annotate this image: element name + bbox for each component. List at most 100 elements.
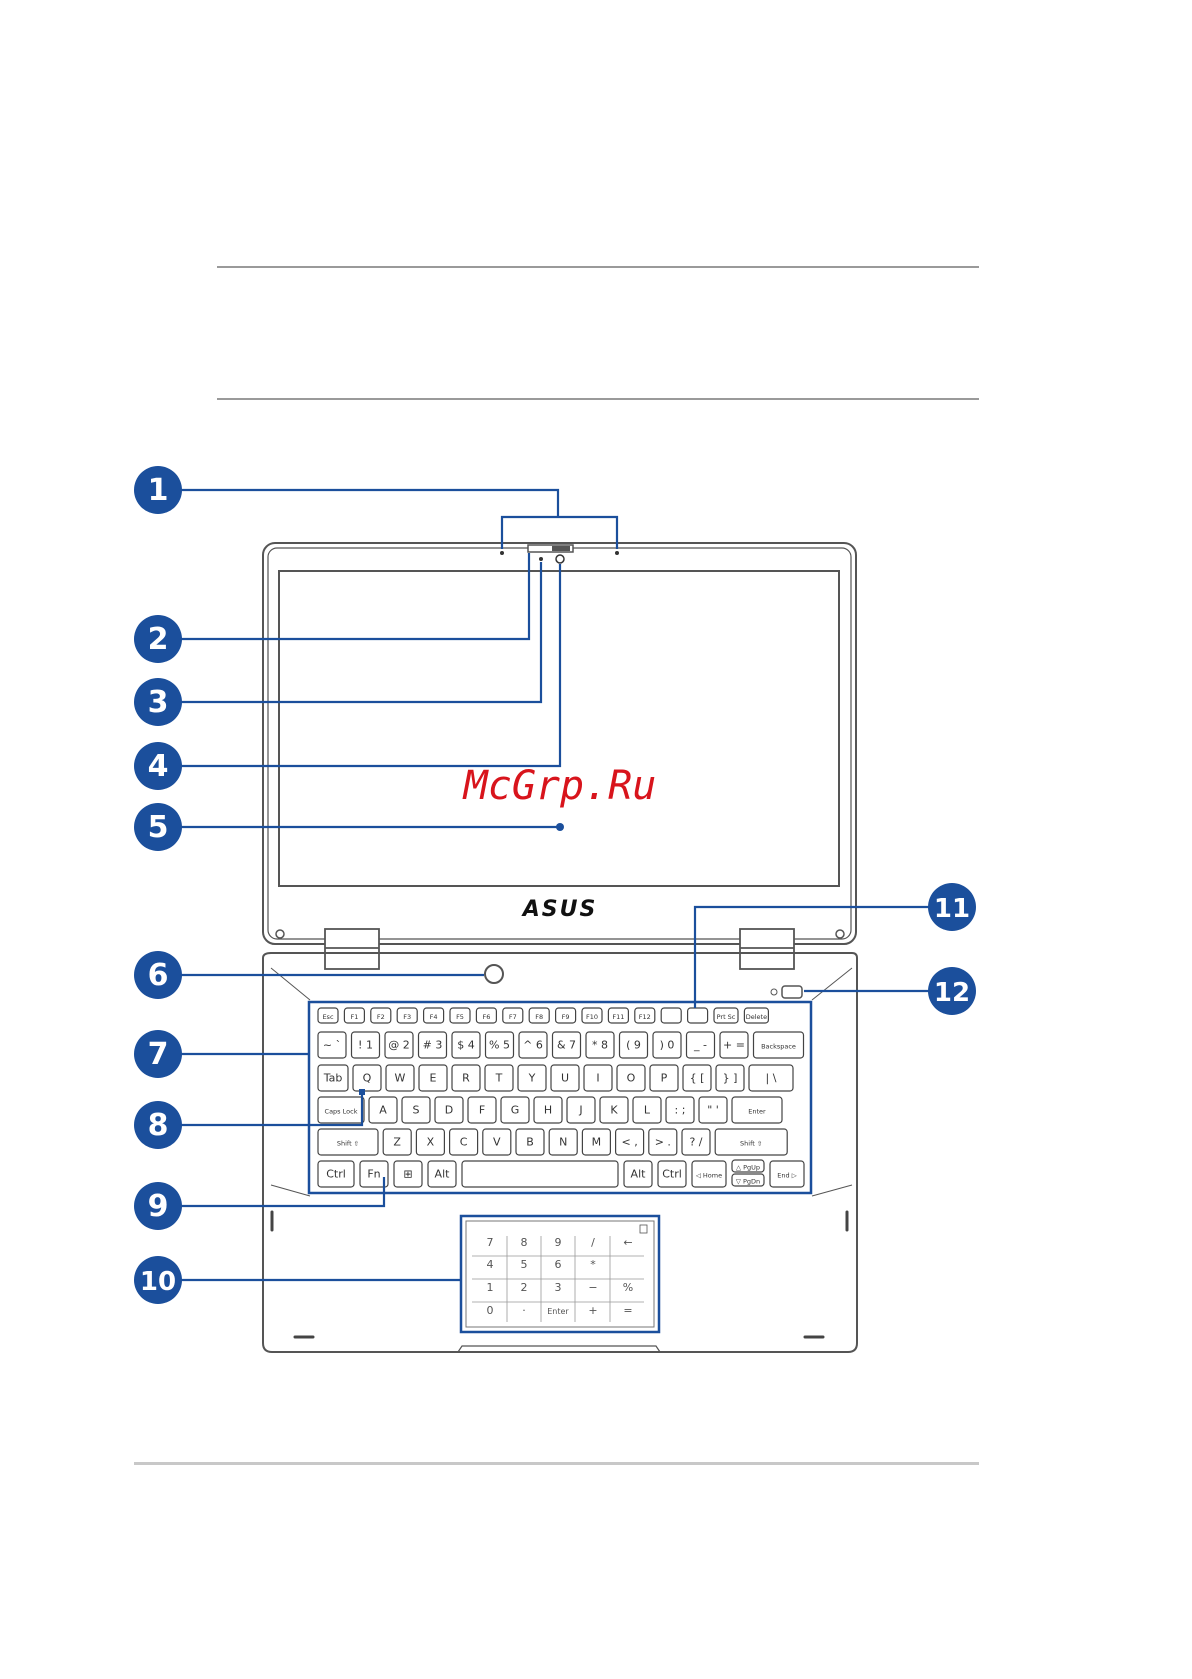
key-row0-9[interactable]: F9: [554, 1007, 577, 1024]
key-row2-10[interactable]: P: [649, 1064, 679, 1092]
key-row0-7[interactable]: F7: [502, 1007, 524, 1024]
key-row0-14[interactable]: [686, 1007, 709, 1024]
numpad-key-1-1[interactable]: 5: [521, 1258, 528, 1271]
key-row2-9[interactable]: O: [616, 1064, 646, 1092]
key-row2-7[interactable]: U: [550, 1064, 580, 1092]
key-row0-13[interactable]: [660, 1007, 682, 1024]
key-row0-11[interactable]: F11: [607, 1007, 630, 1024]
key-row4-3[interactable]: C: [449, 1128, 479, 1156]
key-row5-1[interactable]: Fn: [359, 1160, 389, 1188]
key-row2-2[interactable]: W: [385, 1064, 415, 1092]
numpad-key-1-0[interactable]: 4: [487, 1258, 494, 1271]
key-row2-8[interactable]: I: [583, 1064, 613, 1092]
key-row4-7[interactable]: M: [581, 1128, 612, 1156]
key-row4-9[interactable]: > .: [648, 1128, 678, 1156]
key-row3-10[interactable]: : ;: [665, 1096, 695, 1124]
numpad-key-2-1[interactable]: 2: [521, 1281, 528, 1294]
key-row3-5[interactable]: G: [500, 1096, 530, 1124]
key-row5-10[interactable]: End ▷: [769, 1160, 805, 1188]
key-row1-5[interactable]: % 5: [484, 1031, 515, 1059]
numpad-key-2-0[interactable]: 1: [487, 1281, 494, 1294]
key-row2-6[interactable]: Y: [517, 1064, 547, 1092]
numpad-key-0-4[interactable]: ←: [623, 1236, 632, 1249]
numpad-key-0-0[interactable]: 7: [487, 1236, 494, 1249]
key-row5-2[interactable]: ⊞: [393, 1160, 423, 1188]
key-row2-1[interactable]: Q: [352, 1064, 382, 1092]
numpad-key-3-4[interactable]: =: [623, 1304, 632, 1317]
numpad-key-3-3[interactable]: +: [588, 1304, 597, 1317]
key-row5-3[interactable]: Alt: [427, 1160, 457, 1188]
key-row0-4[interactable]: F4: [423, 1007, 445, 1024]
key-row4-4[interactable]: V: [482, 1128, 512, 1156]
numpad-key-0-1[interactable]: 8: [521, 1236, 528, 1249]
key-row4-1[interactable]: Z: [382, 1128, 412, 1156]
numpad-key-1-3[interactable]: *: [590, 1258, 596, 1271]
key-row3-2[interactable]: S: [401, 1096, 431, 1124]
key-row1-4[interactable]: $ 4: [451, 1031, 481, 1059]
key-row4-11[interactable]: Shift ⇧: [714, 1128, 788, 1156]
key-row3-0[interactable]: Caps Lock: [317, 1096, 365, 1124]
key-row5-0[interactable]: Ctrl: [317, 1160, 355, 1188]
key-row1-8[interactable]: * 8: [585, 1031, 615, 1059]
key-row4-5[interactable]: B: [515, 1128, 545, 1156]
key-row4-0[interactable]: Shift ⇧: [317, 1128, 379, 1156]
numpad-key-1-2[interactable]: 6: [555, 1258, 562, 1271]
key-row1-0[interactable]: ~ `: [317, 1031, 347, 1059]
key-row2-13[interactable]: | \: [748, 1064, 794, 1092]
key-row0-15[interactable]: Prt Sc: [713, 1007, 739, 1024]
key-row2-3[interactable]: E: [418, 1064, 448, 1092]
key-row3-9[interactable]: L: [632, 1096, 662, 1124]
key-row1-2[interactable]: @ 2: [384, 1031, 414, 1059]
key-row2-0[interactable]: Tab: [317, 1064, 349, 1092]
key-row1-10[interactable]: ) 0: [652, 1031, 682, 1059]
key-row5-7[interactable]: ◁ Home: [691, 1160, 727, 1188]
numpad-key-3-0[interactable]: 0: [487, 1304, 494, 1317]
key-row4-2[interactable]: X: [415, 1128, 445, 1156]
key-row5-5[interactable]: Alt: [623, 1160, 653, 1188]
numpad-key-2-4[interactable]: %: [623, 1281, 633, 1294]
key-row0-5[interactable]: F5: [449, 1007, 471, 1024]
key-row2-11[interactable]: { [: [682, 1064, 712, 1092]
key-row0-3[interactable]: F3: [396, 1007, 418, 1024]
key-row3-7[interactable]: J: [566, 1096, 596, 1124]
key-row4-10[interactable]: ? /: [681, 1128, 711, 1156]
numberpad-touchpad[interactable]: 7 8 9 / ← 4 5 6 * 1 2 3 −% 0 · Enter + =: [465, 1220, 655, 1328]
numpad-key-0-3[interactable]: /: [591, 1236, 595, 1249]
key-row1-3[interactable]: # 3: [417, 1031, 448, 1059]
key-row3-1[interactable]: A: [368, 1096, 398, 1124]
numpad-key-0-2[interactable]: 9: [555, 1236, 562, 1249]
numpad-key-3-1[interactable]: ·: [522, 1304, 526, 1317]
key-row2-5[interactable]: T: [484, 1064, 514, 1092]
key-row2-12[interactable]: } ]: [715, 1064, 745, 1092]
key-row1-11[interactable]: _ -: [685, 1031, 716, 1059]
key-row1-12[interactable]: + =: [719, 1031, 749, 1059]
key-row0-0[interactable]: Esc: [317, 1007, 339, 1024]
key-row5-8[interactable]: △ PgUp: [731, 1159, 765, 1173]
numberpad-toggle-icon[interactable]: [639, 1224, 648, 1234]
key-row3-12[interactable]: Enter: [731, 1096, 783, 1124]
key-row1-7[interactable]: & 7: [551, 1031, 582, 1059]
key-row3-8[interactable]: K: [599, 1096, 629, 1124]
key-row5-6[interactable]: Ctrl: [657, 1160, 687, 1188]
key-row0-12[interactable]: F12: [634, 1007, 656, 1024]
key-row4-6[interactable]: N: [548, 1128, 578, 1156]
key-row5-9[interactable]: ▽ PgDn: [731, 1173, 765, 1187]
key-row1-6[interactable]: ^ 6: [518, 1031, 548, 1059]
key-row2-4[interactable]: R: [451, 1064, 481, 1092]
key-row5-4[interactable]: [461, 1160, 619, 1188]
key-row1-1[interactable]: ! 1: [350, 1031, 381, 1059]
key-row0-10[interactable]: F10: [581, 1007, 603, 1024]
key-row1-9[interactable]: ( 9: [618, 1031, 649, 1059]
numpad-key-2-2[interactable]: 3: [555, 1281, 562, 1294]
key-row4-8[interactable]: < ,: [614, 1128, 645, 1156]
numpad-key-2-3[interactable]: −: [588, 1281, 597, 1294]
numpad-key-3-2[interactable]: Enter: [547, 1307, 569, 1316]
key-row0-2[interactable]: F2: [370, 1007, 392, 1024]
power-button[interactable]: [781, 985, 803, 999]
key-row1-13[interactable]: Backspace: [752, 1031, 805, 1059]
key-row3-3[interactable]: D: [434, 1096, 464, 1124]
key-row0-6[interactable]: F6: [475, 1007, 497, 1024]
key-row0-1[interactable]: F1: [343, 1007, 365, 1024]
key-row0-16[interactable]: Delete: [743, 1007, 770, 1024]
key-row0-8[interactable]: F8: [528, 1007, 550, 1024]
